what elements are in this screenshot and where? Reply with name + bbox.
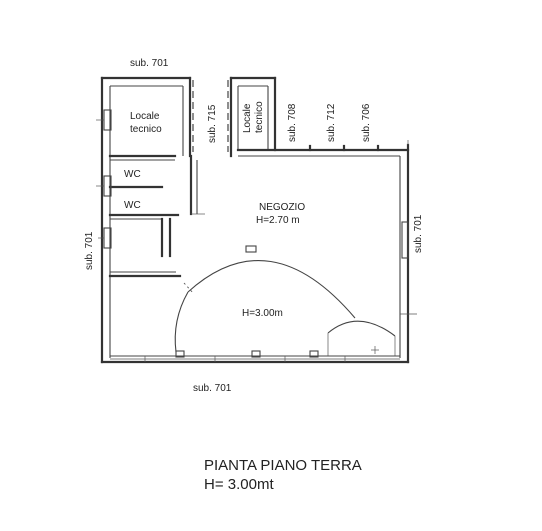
label-locale-tecnico-line1: Locale bbox=[130, 111, 160, 122]
label-sub-bottom: sub. 701 bbox=[193, 383, 232, 394]
label-locale-vertical-line2: tecnico bbox=[254, 101, 265, 133]
label-sub-top: sub. 701 bbox=[130, 58, 169, 69]
label-sub-708: sub. 708 bbox=[287, 103, 298, 142]
window-symbols bbox=[96, 109, 409, 259]
label-wc-lower: WC bbox=[124, 200, 141, 211]
label-negozio: NEGOZIO bbox=[259, 202, 305, 213]
label-sub-712: sub. 712 bbox=[326, 103, 337, 142]
label-sub-715: sub. 715 bbox=[207, 104, 218, 143]
caption-height: H= 3.00mt bbox=[204, 476, 274, 493]
label-vault-height: H=3.00m bbox=[242, 308, 283, 319]
caption-title: PIANTA PIANO TERRA bbox=[204, 457, 362, 474]
label-locale-vertical-line1: Locale bbox=[242, 103, 253, 133]
outer-walls bbox=[100, 76, 417, 364]
label-sub-706: sub. 706 bbox=[361, 103, 372, 142]
label-negozio-height: H=2.70 m bbox=[256, 215, 300, 226]
label-sub-right: sub. 701 bbox=[413, 214, 424, 253]
label-locale-tecnico-line2: tecnico bbox=[130, 124, 162, 135]
facade-posts bbox=[144, 350, 346, 362]
interior-partitions bbox=[108, 154, 205, 278]
vault-arcs bbox=[174, 260, 396, 356]
label-sub-left: sub. 701 bbox=[84, 231, 95, 270]
label-wc-upper: WC bbox=[124, 169, 141, 180]
